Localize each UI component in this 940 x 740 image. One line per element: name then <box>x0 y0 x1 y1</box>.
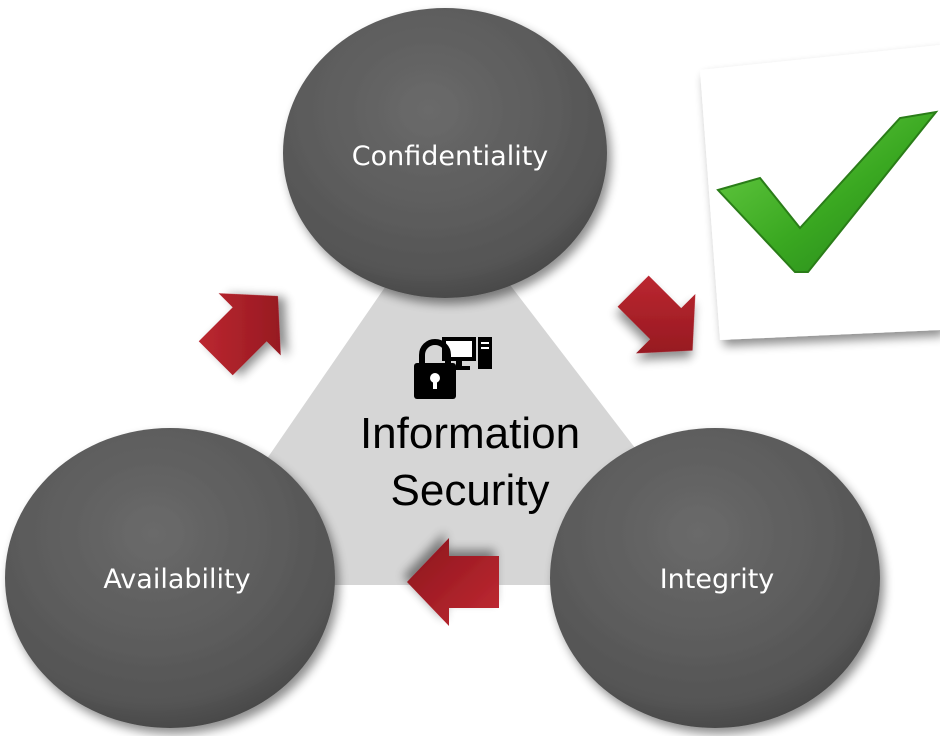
center-title-line2: Security <box>391 466 550 515</box>
node-label-integrity: Integrity <box>660 564 775 595</box>
node-label-confidentiality: Confidentiality <box>352 141 549 172</box>
availability-circle <box>5 428 335 728</box>
green-checkmark-icon <box>716 110 939 273</box>
arrow-availability-to-confidentiality <box>198 293 281 376</box>
center-title-line1: Information <box>360 409 580 458</box>
node-label-availability: Availability <box>103 564 250 595</box>
confidentiality-circle <box>283 8 607 298</box>
integrity-circle <box>550 428 880 728</box>
arrow-integrity-to-availability <box>407 538 499 626</box>
checkmark-badge <box>700 45 940 340</box>
computer-security-lock-icon <box>414 337 492 399</box>
arrow-confidentiality-to-integrity <box>617 275 696 354</box>
